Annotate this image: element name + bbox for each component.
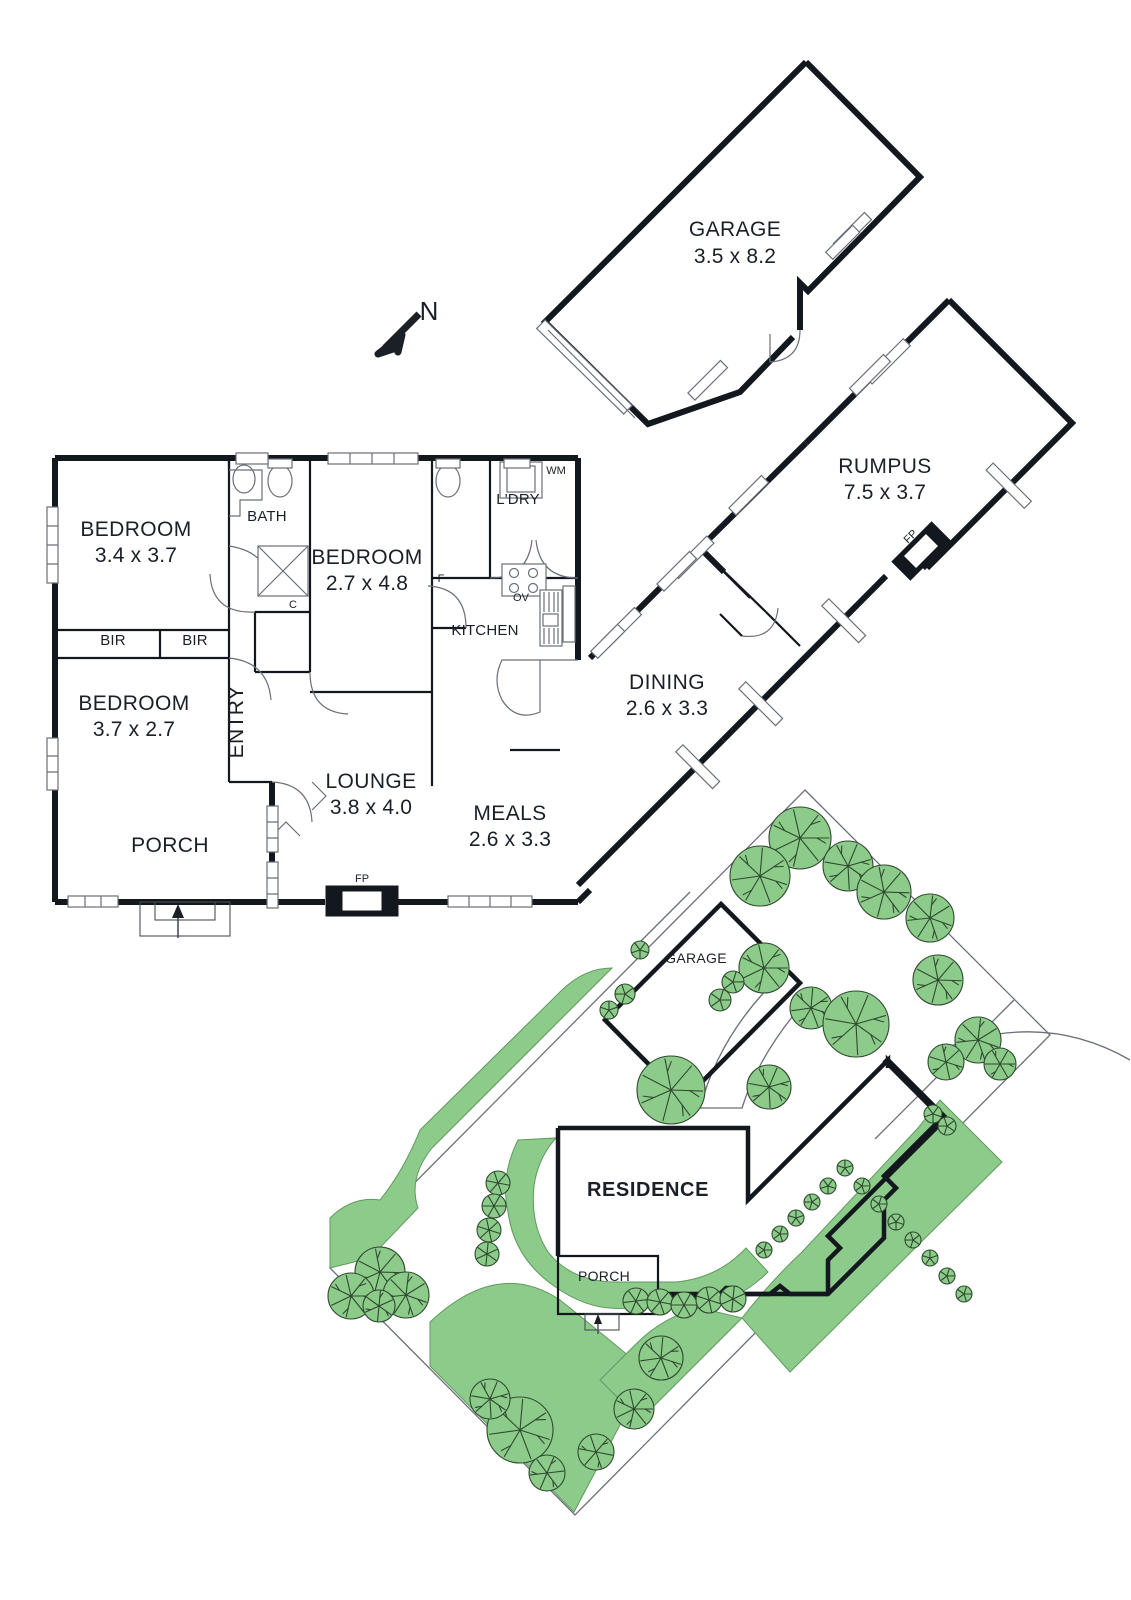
main-house-structure: BATH C L'DRY WM F OV KITCHEN — [46, 452, 593, 938]
rumpus-room-label: RUMPUS — [838, 455, 931, 478]
tree-icon — [613, 1388, 655, 1430]
tree-icon — [856, 864, 912, 920]
garage-door — [535, 319, 636, 419]
tree-icon — [670, 1291, 698, 1319]
site-porch-step — [584, 1313, 620, 1334]
tree-icon — [729, 845, 791, 907]
entry-label: ENTRY — [225, 686, 248, 759]
garage-room-label: GARAGE — [689, 218, 781, 241]
fireplace-lounge — [325, 885, 399, 917]
lounge-dim: 3.8 x 4.0 — [330, 796, 412, 819]
tree-icon — [921, 1249, 939, 1267]
bedroom-3-dim: 3.7 x 2.7 — [93, 718, 175, 741]
tree-cluster — [327, 806, 1017, 1492]
tree-icon — [719, 1285, 747, 1313]
laundry-fixtures — [499, 458, 543, 499]
rumpus-structure: FP — [575, 297, 1077, 888]
porch-step — [139, 901, 231, 938]
tree-icon — [955, 1285, 973, 1303]
garage-structure — [535, 59, 925, 428]
tree-icon — [646, 1288, 674, 1316]
tree-icon — [819, 1177, 837, 1195]
garage-room-dim: 3.5 x 8.2 — [694, 245, 776, 268]
tree-icon — [638, 1335, 684, 1381]
tree-icon — [983, 1047, 1017, 1081]
dining-room-label: DINING — [629, 671, 705, 694]
tree-icon — [905, 893, 955, 943]
bath-fixtures — [229, 458, 309, 597]
tree-icon — [904, 1231, 922, 1249]
tree-icon — [528, 1454, 566, 1492]
site-residence-label: RESIDENCE — [587, 1179, 709, 1201]
site-garage-label: GARAGE — [665, 950, 727, 966]
meals-dim: 2.6 x 3.3 — [469, 828, 551, 851]
tree-icon — [485, 1170, 511, 1196]
tree-icon — [912, 954, 964, 1006]
site-porch-label: PORCH — [578, 1268, 630, 1284]
bedroom-1-dim: 3.4 x 3.7 — [95, 544, 177, 567]
tree-icon — [738, 942, 790, 994]
tree-icon — [721, 970, 745, 994]
tree-icon — [923, 1104, 943, 1124]
bir-right-label: BIR — [182, 632, 208, 649]
bedroom-2-label: BEDROOM — [311, 546, 422, 569]
fireplace-rumpus — [891, 521, 951, 581]
bedroom-2-dim: 2.7 x 4.8 — [326, 572, 408, 595]
bedroom-1-label: BEDROOM — [80, 518, 191, 541]
tree-icon — [771, 1225, 789, 1243]
tree-icon — [787, 1209, 805, 1227]
bath-room-label: BATH — [247, 508, 287, 525]
rumpus-room-dim: 7.5 x 3.7 — [844, 481, 926, 504]
fridge-label: F — [438, 573, 445, 585]
tree-icon — [474, 1241, 500, 1267]
garage-windows — [687, 211, 873, 401]
bir-left-label: BIR — [100, 632, 126, 649]
tree-icon — [630, 940, 650, 960]
porch-label: PORCH — [131, 834, 209, 857]
tree-icon — [481, 1193, 507, 1219]
oven-label: OV — [513, 592, 530, 604]
meals-label: MEALS — [473, 802, 546, 825]
tree-icon — [755, 1241, 773, 1259]
tree-icon — [476, 1217, 502, 1243]
washing-machine-label: WM — [546, 465, 566, 477]
tree-icon — [937, 1116, 957, 1136]
tree-icon — [927, 1043, 965, 1081]
tree-icon — [803, 1193, 821, 1211]
tree-icon — [746, 1064, 792, 1110]
tree-icon — [362, 1289, 396, 1323]
laundry-room-label: L'DRY — [496, 491, 540, 508]
tree-icon — [768, 806, 832, 870]
tree-icon — [887, 1213, 905, 1231]
tree-icon — [614, 983, 636, 1005]
tree-icon — [599, 1000, 619, 1020]
fireplace-lounge-label: FP — [355, 873, 369, 885]
tree-icon — [870, 1195, 888, 1213]
tree-icon — [577, 1433, 615, 1471]
bedroom-3-label: BEDROOM — [78, 692, 189, 715]
lounge-label: LOUNGE — [325, 770, 416, 793]
garden-beds — [329, 967, 1003, 1513]
tree-icon — [853, 1177, 871, 1195]
tree-icon — [836, 1159, 854, 1177]
site-plan: GARAGE RESIDENCE PORCH — [327, 789, 1131, 1516]
tree-icon — [469, 1378, 511, 1420]
dining-room-dim: 2.6 x 3.3 — [626, 697, 708, 720]
tree-icon — [636, 1055, 706, 1125]
tree-icon — [622, 1287, 650, 1315]
tree-icon — [695, 1286, 723, 1314]
toilet-fixture-2 — [435, 458, 461, 498]
north-label: N — [420, 296, 439, 326]
kitchen-room-label: KITCHEN — [451, 622, 518, 639]
tree-icon — [708, 988, 732, 1012]
rumpus-windows — [589, 337, 1033, 790]
tree-icon — [938, 1267, 956, 1285]
north-arrow-icon — [374, 311, 422, 358]
kitchen-fixtures — [501, 563, 576, 647]
closet-label: C — [289, 599, 297, 611]
house-windows — [46, 452, 533, 909]
tree-icon — [822, 990, 890, 1058]
